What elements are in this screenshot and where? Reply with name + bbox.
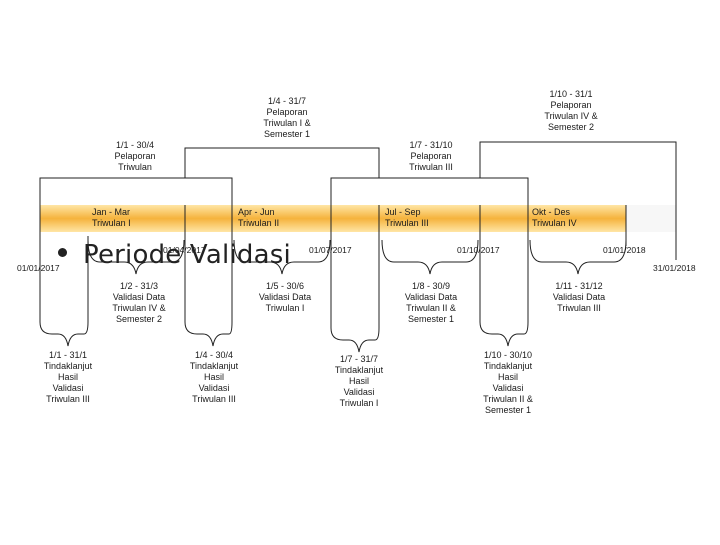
followup-label-3: 1/7 - 31/7 Tindaklanjut Hasil Validasi T…	[334, 354, 384, 408]
bar-label-q1: Jan - Mar Triwulan I	[92, 207, 131, 228]
reporting-label-4: 1/10 - 31/1 Pelaporan Triwulan IV & Seme…	[544, 89, 598, 132]
bar-label-q2: Apr - Jun Triwulan II	[238, 207, 280, 228]
reporting-bracket	[330, 177, 529, 205]
date-label: 01/01/2017	[17, 263, 60, 273]
reporting-bracket	[39, 177, 233, 205]
reporting-bracket	[184, 147, 380, 178]
followup-brace	[479, 236, 529, 347]
reporting-bracket	[479, 141, 677, 205]
bar-label-q3: Jul - Sep Triwulan III	[385, 207, 429, 228]
date-label: 01/10/2017	[457, 245, 500, 255]
followup-label-2: 1/4 - 30/4 Tindaklanjut Hasil Validasi T…	[189, 350, 239, 404]
reporting-label-1: 1/1 - 30/4 Pelaporan Triwulan	[114, 140, 156, 172]
timeline-bar-extension	[626, 205, 676, 232]
followup-label-4: 1/10 - 30/10 Tindaklanjut Hasil Validasi…	[483, 350, 533, 415]
validation-brace	[87, 239, 185, 275]
date-label: 01/04/2017	[163, 245, 206, 255]
date-label: 01/01/2018	[603, 245, 646, 255]
validation-label-3: 1/8 - 30/9 Validasi Data Triwulan II & S…	[404, 281, 458, 324]
slide-bullet: Periode Validasi	[58, 240, 291, 270]
followup-brace	[39, 236, 89, 347]
validation-label-1: 1/2 - 31/3 Validasi Data Triwulan IV & S…	[112, 281, 166, 324]
reporting-label-3: 1/7 - 31/10 Pelaporan Triwulan III	[409, 140, 453, 172]
reporting-label-2: 1/4 - 31/7 Pelaporan Triwulan I & Semest…	[263, 96, 311, 139]
bar-label-q4: Okt - Des Triwulan IV	[532, 207, 577, 228]
followup-brace	[330, 236, 380, 353]
validation-label-2: 1/5 - 30/6 Validasi Data Triwulan I	[258, 281, 312, 313]
date-label: 01/07/2017	[309, 245, 352, 255]
bullet-text: Periode Validasi	[83, 240, 291, 270]
followup-label-1: 1/1 - 31/1 Tindaklanjut Hasil Validasi T…	[43, 350, 93, 404]
validation-label-4: 1/11 - 31/12 Validasi Data Triwulan III	[552, 281, 606, 313]
validation-brace	[381, 239, 479, 275]
followup-brace	[184, 236, 233, 347]
validation-brace	[529, 239, 627, 275]
validation-brace	[233, 239, 331, 275]
date-label: 31/01/2018	[653, 263, 696, 273]
bullet-dot-icon	[58, 248, 67, 257]
